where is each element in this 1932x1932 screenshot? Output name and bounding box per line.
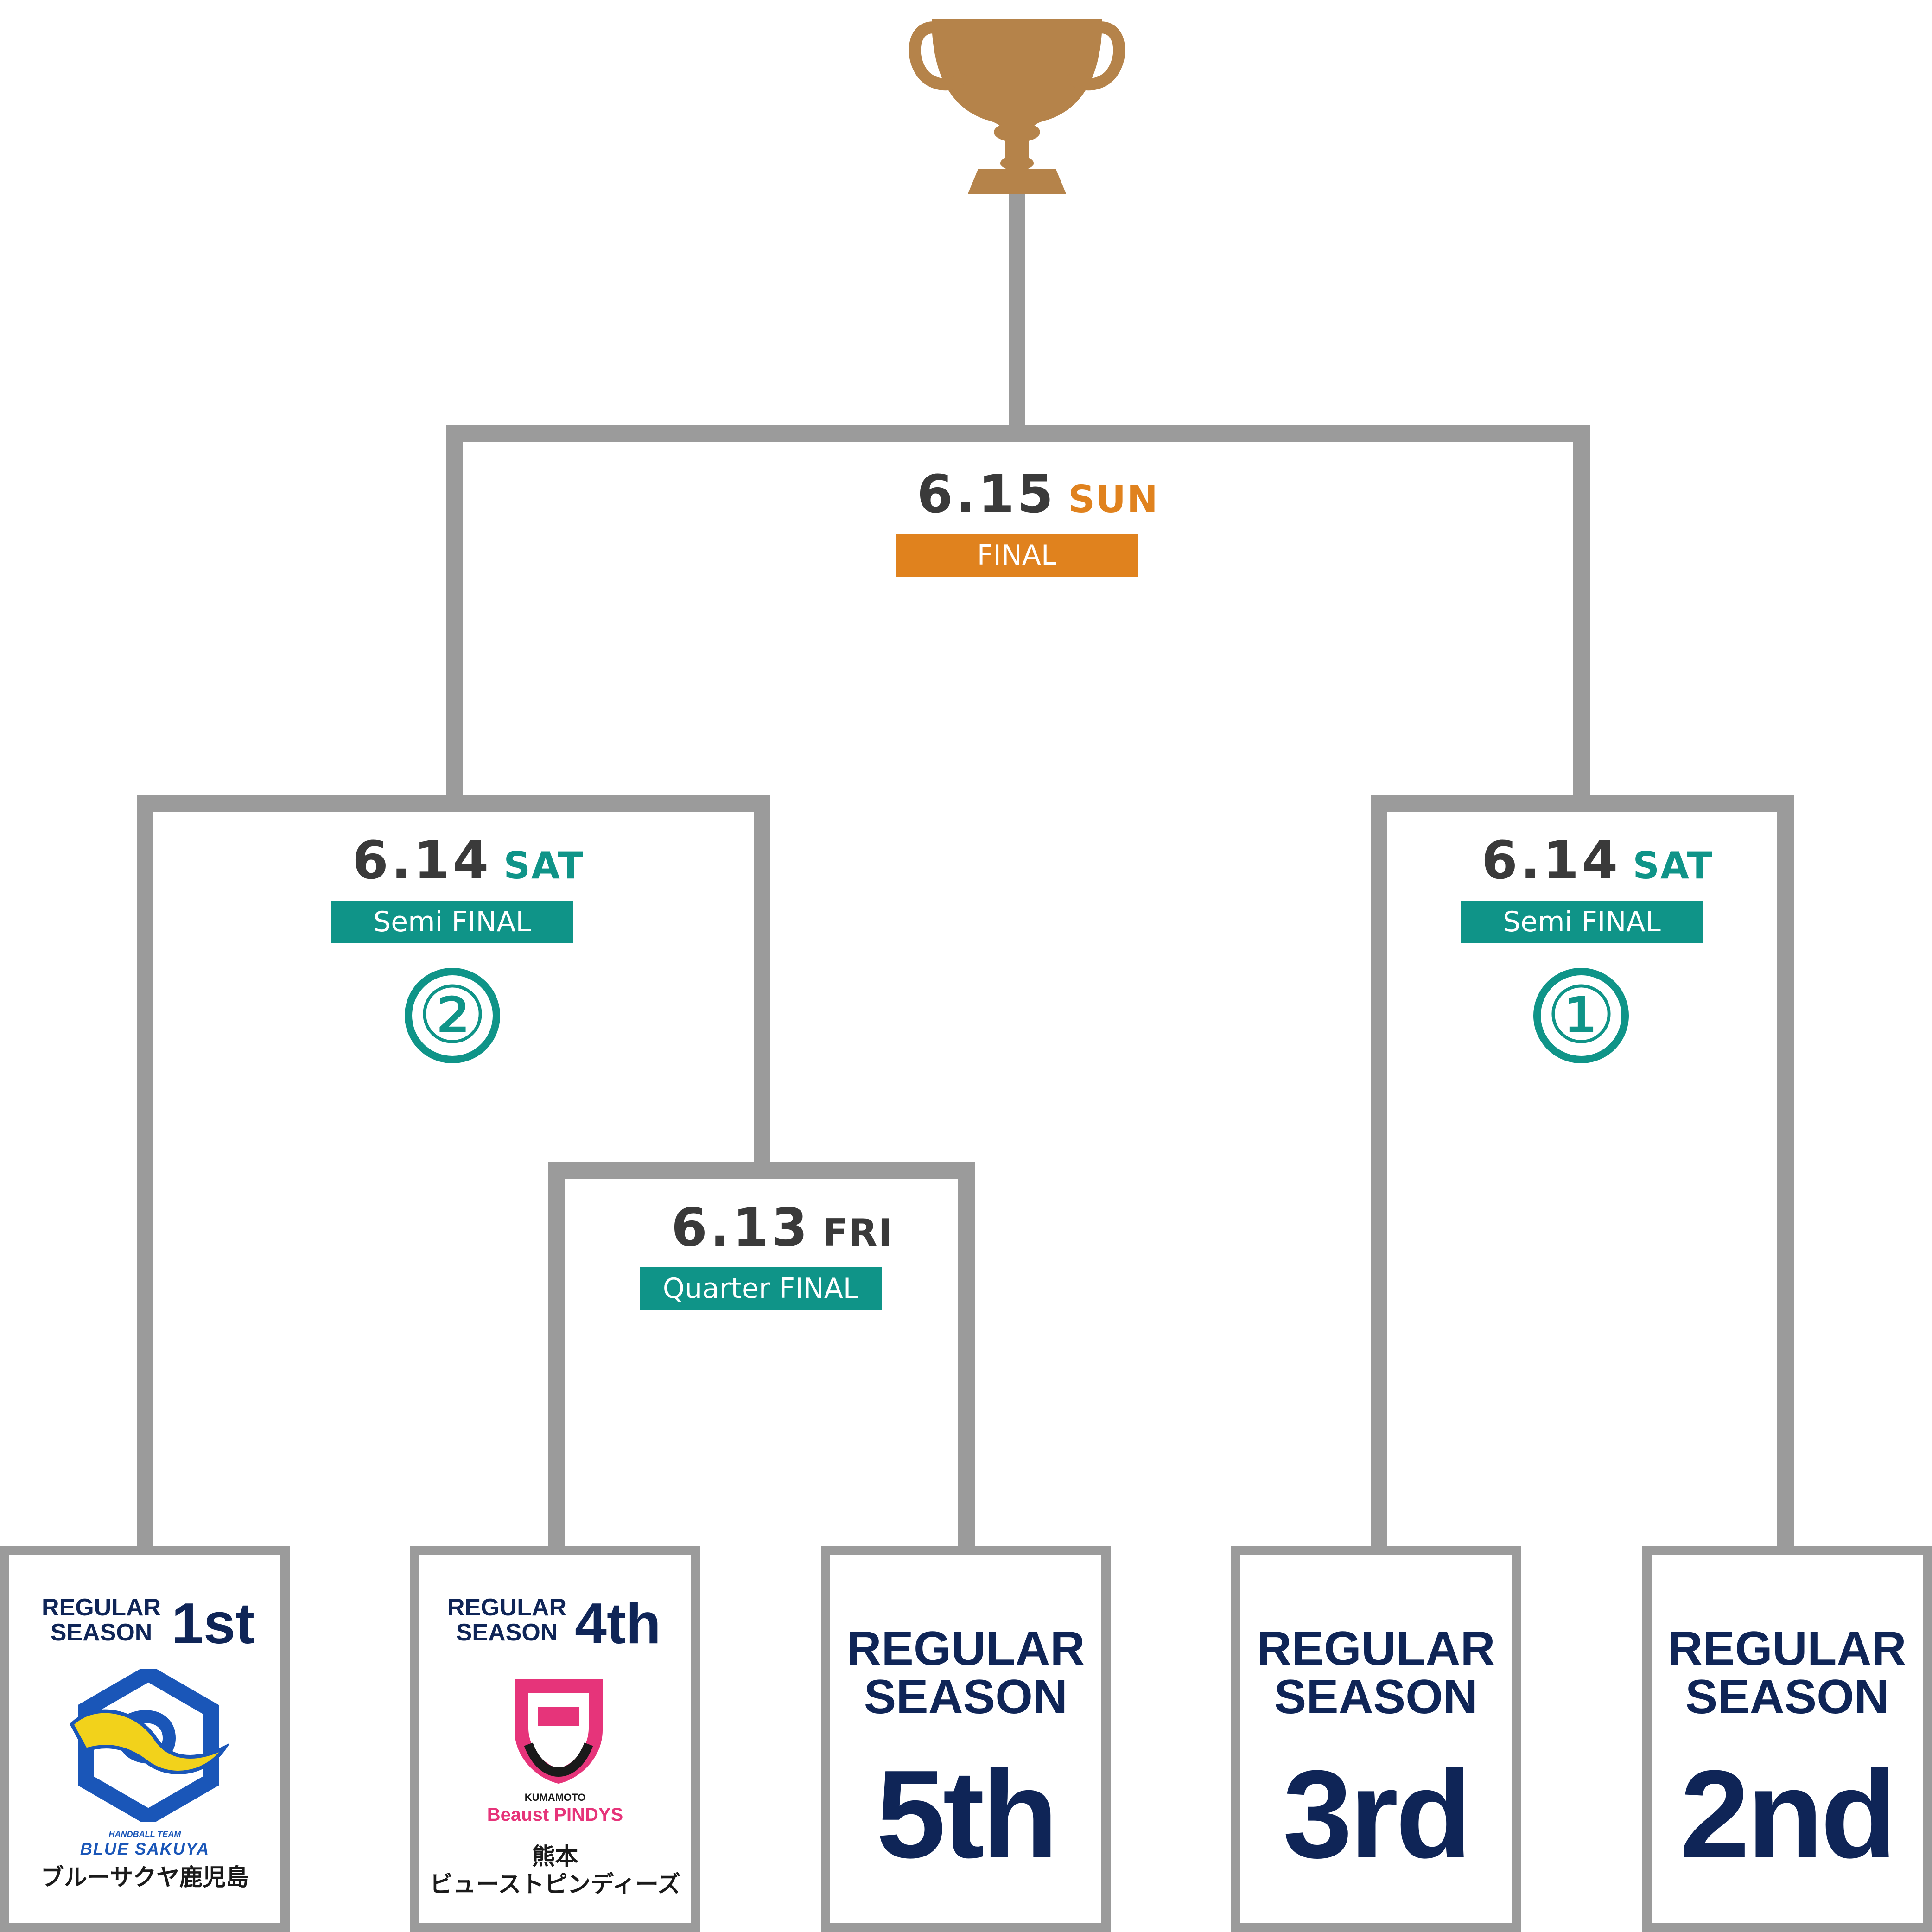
quarter-date: 6.13 FRI: [671, 1198, 893, 1258]
semi-left-date: 6.14 SAT: [352, 831, 584, 891]
team-4th-regular-season: REGULAR SEASON: [447, 1595, 566, 1645]
team-1st-name: ブルーサクヤ鹿児島: [41, 1864, 249, 1891]
team-4th-rank: 4th: [575, 1592, 661, 1656]
semi-right-date-number: 6.14: [1481, 831, 1621, 891]
semi-right-bracket-line: [1371, 795, 1794, 1551]
team-card-4th: REGULAR SEASON 4th KUMAMOTO Beaust PINDY…: [410, 1546, 700, 1932]
team-3rd-line1: REGULAR: [1257, 1622, 1495, 1676]
semi-right-number-icon: ①: [1533, 968, 1629, 1063]
team-5th-line1: REGULAR: [846, 1622, 1085, 1676]
semi-left-badge: Semi FINAL: [331, 901, 573, 943]
team-1st-regular-season: REGULAR SEASON: [42, 1595, 161, 1645]
final-bracket-line: [446, 425, 1590, 797]
team-1st-logo-caption: BLUE SAKUYA: [80, 1839, 210, 1858]
team-1st-rank: 1st: [172, 1592, 255, 1656]
blue-sakuya-dolphin-logo-icon: [70, 1669, 229, 1822]
semi-left-date-number: 6.14: [352, 831, 492, 891]
team-2nd-line1: REGULAR: [1668, 1622, 1907, 1676]
team-4th-logo-caption-small: KUMAMOTO: [524, 1792, 586, 1803]
trophy-icon: [909, 19, 1125, 194]
quarter-date-number: 6.13: [671, 1198, 811, 1258]
semi-left-bracket-line: [137, 795, 770, 1551]
pindys-shield-logo-icon: [515, 1679, 603, 1784]
semi-right-day: SAT: [1633, 844, 1714, 887]
team-card-5th: REGULAR SEASON 5th: [821, 1546, 1111, 1932]
team-card-1st: REGULAR SEASON 1st HANDBALL TEAM BLUE SA…: [0, 1546, 290, 1932]
team-5th-line2: SEASON: [864, 1670, 1068, 1724]
final-date: 6.15 SUN: [917, 464, 1159, 525]
team-1st-line2: SEASON: [50, 1619, 153, 1646]
team-2nd-line2: SEASON: [1685, 1670, 1889, 1724]
team-2nd-rank: 2nd: [1680, 1745, 1897, 1884]
team-3rd-line2: SEASON: [1274, 1670, 1478, 1724]
quarter-bracket-line: [548, 1162, 975, 1551]
quarter-day: FRI: [822, 1211, 893, 1254]
semi-left-number-icon: ②: [405, 968, 500, 1063]
team-4th-line1: REGULAR: [447, 1594, 567, 1621]
semi-left-day: SAT: [503, 844, 585, 887]
team-1st-line1: REGULAR: [42, 1594, 161, 1621]
team-4th-name-line1: 熊本: [532, 1843, 578, 1870]
semi-right-badge: Semi FINAL: [1461, 901, 1703, 943]
team-card-2nd: REGULAR SEASON 2nd: [1642, 1546, 1932, 1932]
semi-right-number: ①: [1545, 970, 1617, 1061]
semi-right-date: 6.14 SAT: [1481, 831, 1713, 891]
team-4th-logo-caption: Beaust PINDYS: [487, 1805, 623, 1825]
semi-left-number: ②: [417, 970, 488, 1061]
team-card-3rd: REGULAR SEASON 3rd: [1231, 1546, 1521, 1932]
quarter-badge: Quarter FINAL: [640, 1267, 882, 1310]
team-4th-line2: SEASON: [456, 1619, 558, 1646]
team-3rd-rank: 3rd: [1283, 1745, 1472, 1884]
team-5th-rank: 5th: [876, 1745, 1058, 1884]
final-day: SUN: [1068, 478, 1159, 521]
team-1st-logo-caption-small: HANDBALL TEAM: [108, 1830, 181, 1839]
final-date-number: 6.15: [917, 464, 1056, 525]
final-badge: FINAL: [896, 534, 1138, 577]
team-4th-name-line2: ビューストピンディーズ: [429, 1871, 681, 1898]
